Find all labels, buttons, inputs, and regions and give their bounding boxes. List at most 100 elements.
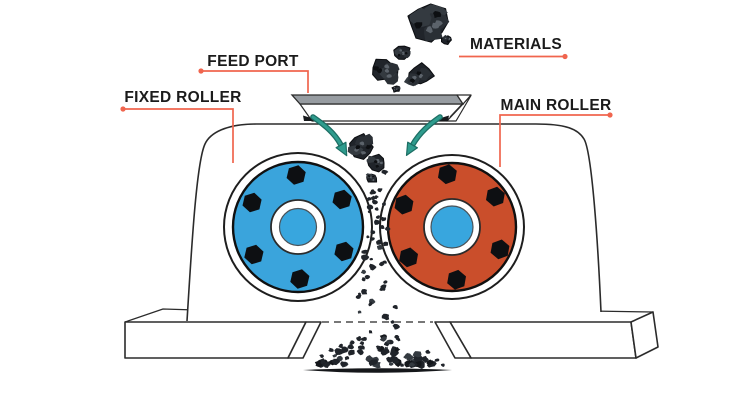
rock-particle <box>406 353 414 361</box>
rock-particle <box>374 195 379 200</box>
rock-particle <box>359 341 365 346</box>
roller-bolt <box>490 239 510 260</box>
rock-particle <box>375 164 380 168</box>
feed-port-leader-line <box>201 70 309 93</box>
main-roller-leader-line <box>499 114 610 167</box>
rock-particle <box>328 347 334 352</box>
rock-particle <box>431 22 440 29</box>
rock-cluster <box>393 45 411 60</box>
rock-particle <box>384 64 390 69</box>
roller-bolt <box>242 192 262 213</box>
rock-particle <box>364 275 371 280</box>
rock-particle <box>392 305 398 310</box>
rock-cluster <box>391 85 401 93</box>
rock-particle <box>404 51 408 55</box>
roller-bolt <box>394 194 414 215</box>
rock-particle <box>347 343 355 350</box>
rock-particle <box>433 11 442 19</box>
rock-particle <box>397 53 401 57</box>
base-left-slab <box>124 308 322 359</box>
hopper-top-tip <box>456 94 472 105</box>
rock-cluster <box>403 62 435 87</box>
rock-particle <box>375 215 380 219</box>
rock-particle <box>392 323 401 330</box>
rock-particle <box>418 68 433 81</box>
rocks-entering-nip <box>347 133 389 211</box>
rock-particle <box>320 359 326 365</box>
rock-particle <box>361 336 367 341</box>
rock-particle <box>365 144 372 150</box>
rock-particle <box>355 294 362 299</box>
rock-particle <box>370 267 374 271</box>
main-roller-hub-center <box>430 205 474 249</box>
rock-particle <box>394 347 401 352</box>
rock-particle <box>397 88 399 91</box>
rock-particle <box>372 175 375 178</box>
fixed-roller <box>223 152 373 302</box>
rock-particle <box>379 261 385 267</box>
rock-particle <box>440 363 445 367</box>
rock-particle <box>344 356 350 361</box>
base-right-slab <box>434 310 659 359</box>
rock-particle <box>368 330 373 334</box>
base-right-front-face <box>449 321 637 359</box>
roller-bolt <box>244 244 264 265</box>
rock-particle <box>409 78 416 84</box>
rock-particle <box>376 244 384 250</box>
rock-particle <box>391 352 397 357</box>
rock-particle <box>378 225 385 229</box>
rock-particle <box>377 68 382 74</box>
feed-port-leader-dot <box>198 68 204 74</box>
rock-particle <box>361 249 368 254</box>
rock-particle <box>383 241 389 247</box>
rock-particle <box>426 359 434 366</box>
base-left-front-face <box>124 321 307 359</box>
fixed-roller-label: FIXED ROLLER <box>124 89 241 106</box>
feed-hopper <box>290 94 472 122</box>
rock-particle <box>386 339 391 344</box>
rock-particle <box>381 313 390 321</box>
rock-particle <box>379 287 386 291</box>
rock-particle <box>373 160 378 164</box>
feed-port-label: FEED PORT <box>207 53 299 70</box>
rock-particle <box>389 362 394 366</box>
rock-particle <box>379 336 387 342</box>
rock-particle <box>348 349 355 356</box>
rock-particle <box>380 348 390 356</box>
rock-particle <box>370 229 376 235</box>
rock-particle <box>375 345 381 350</box>
rock-particle <box>360 269 367 275</box>
crushed-material-pile <box>314 334 445 369</box>
rock-particle <box>393 86 396 89</box>
rock-particle <box>379 161 383 165</box>
main-roller-label: MAIN ROLLER <box>501 97 612 114</box>
rock-particle <box>366 204 374 210</box>
rock-particle <box>369 237 375 241</box>
rock-particle <box>357 345 365 350</box>
rock-particle <box>355 145 361 150</box>
annotations: FEED PORT MATERIALS FIXED ROLLER MAIN RO… <box>120 36 613 167</box>
rock-particle <box>380 216 387 222</box>
rock-particle <box>370 195 376 200</box>
rock-particle <box>372 179 375 181</box>
roller-bolt <box>447 269 466 290</box>
rock-particle <box>376 239 383 245</box>
raw-material-rocks <box>372 3 452 93</box>
rock-particle <box>368 359 378 367</box>
rock-particle <box>411 75 417 80</box>
rock-particle <box>335 351 342 356</box>
machine-body-outline <box>186 123 602 322</box>
rock-particle <box>412 351 422 358</box>
rock-particle <box>319 354 324 358</box>
rock-particle <box>401 52 405 55</box>
flow-arrow-right-icon <box>405 114 443 156</box>
rock-particle <box>356 336 362 342</box>
rock-particle <box>332 354 338 358</box>
fixed-roller-leader-line <box>123 108 234 163</box>
rock-particle <box>331 359 336 363</box>
rock-particle <box>385 226 391 232</box>
rock-particle <box>400 363 404 367</box>
rock-particle <box>393 89 396 91</box>
roller-bolt <box>334 241 354 262</box>
